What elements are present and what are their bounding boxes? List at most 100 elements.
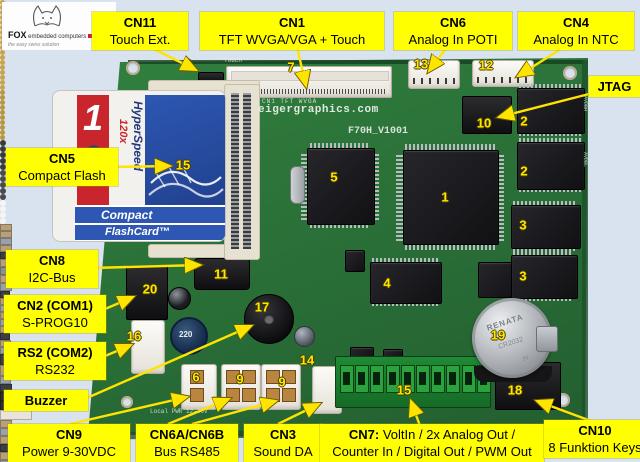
connector-pin xyxy=(190,388,204,402)
callout-cn2: CN2 (COM1)S-PROG10 xyxy=(4,295,106,333)
pin-dot xyxy=(0,212,6,218)
connector-pin xyxy=(282,388,296,402)
board-marker-1: 1 xyxy=(441,189,449,205)
silkscreen-pwr: Local PWR 12-30V xyxy=(150,408,208,415)
pin-dot xyxy=(0,164,6,170)
cpu-chip xyxy=(403,150,499,245)
smd-component xyxy=(0,333,10,340)
board-marker-3: 3 xyxy=(519,217,527,233)
terminal-cell xyxy=(370,365,385,393)
cn7-terminal-block xyxy=(335,356,491,408)
mounting-hole xyxy=(121,396,133,408)
terminal-cell xyxy=(446,365,461,393)
board-marker-16: 16 xyxy=(126,328,142,344)
pin-dot xyxy=(0,170,6,176)
pin-dot xyxy=(0,70,5,75)
connector-pin xyxy=(242,370,256,384)
battery-clip xyxy=(536,326,558,352)
smd-component xyxy=(0,238,12,245)
terminal-cell xyxy=(400,365,415,393)
graphics-controller-chip xyxy=(307,148,375,225)
board-marker-14: 14 xyxy=(299,352,315,368)
pin-dot xyxy=(0,158,6,164)
terminal-cell xyxy=(461,365,476,393)
pin-dot xyxy=(0,176,6,182)
terminal-cell xyxy=(340,365,354,393)
board-marker-5: 5 xyxy=(330,169,338,185)
pin-dot xyxy=(0,146,6,152)
battery-voltage: 3V xyxy=(521,355,531,363)
crystal xyxy=(290,166,305,204)
flash-chip xyxy=(370,262,442,304)
silkscreen-cn1: CN1 TFT WVGA xyxy=(262,98,318,105)
smd-component xyxy=(0,410,32,420)
terminal-cell xyxy=(431,365,446,393)
board-marker-9: 9 xyxy=(236,371,244,387)
board-top-edge xyxy=(128,60,584,64)
pin-dot xyxy=(0,65,5,70)
connector-pin xyxy=(226,388,240,402)
mounting-hole xyxy=(126,61,140,75)
inductor-value: 220 xyxy=(179,330,193,339)
smd-component xyxy=(0,231,12,238)
board-marker-2: 2 xyxy=(520,163,528,179)
pin-dot xyxy=(0,140,6,146)
pin-dot xyxy=(0,80,5,85)
flash-chip-high xyxy=(511,205,581,249)
pin-dot xyxy=(0,135,5,140)
connector-pin xyxy=(242,388,256,402)
connector-pin xyxy=(266,388,280,402)
pin-dot xyxy=(0,95,5,100)
board-marker-7: 7 xyxy=(287,59,295,75)
silkscreen-ram-h: AVDBH xyxy=(582,96,588,112)
board-marker-11: 11 xyxy=(214,266,228,282)
pin-dot xyxy=(0,85,5,90)
board-marker-6: 6 xyxy=(192,369,200,385)
connector-pin xyxy=(282,370,296,384)
pin-dot xyxy=(0,182,6,188)
soic-chip xyxy=(345,250,365,272)
board-marker-9: 9 xyxy=(278,374,286,390)
pin-dot xyxy=(0,115,5,120)
pin-dot xyxy=(0,152,6,158)
board-marker-20: 20 xyxy=(142,281,158,297)
logo-red-square xyxy=(88,34,93,38)
callout-buzzer: Buzzer xyxy=(4,390,88,411)
pin-dot xyxy=(0,206,6,212)
pin-dot xyxy=(0,60,5,65)
board-marker-10: 10 xyxy=(476,115,492,131)
callout-rs2: RS2 (COM2)RS232 xyxy=(4,342,106,380)
smd-component xyxy=(0,224,12,231)
pin-dot xyxy=(0,188,6,194)
cf-brand-text: HyperSpeed xyxy=(131,101,145,172)
silkscreen-site: eigergraphics.com xyxy=(258,104,379,116)
pin-dot xyxy=(0,55,5,60)
inductor-220: 220 xyxy=(170,317,208,355)
board-marker-2: 2 xyxy=(520,113,528,129)
connector-pin xyxy=(266,370,280,384)
pin-dot xyxy=(0,110,5,115)
callout-jtag: JTAG xyxy=(589,76,640,97)
silkscreen-touch: Touch xyxy=(224,57,243,64)
board-marker-15: 15 xyxy=(396,382,412,398)
board-marker-4: 4 xyxy=(383,275,391,291)
elco-capacitor xyxy=(168,287,191,310)
cf-band-flashcard: FlashCard™ xyxy=(75,225,225,241)
pin-dot xyxy=(0,50,5,55)
board-marker-18: 18 xyxy=(507,382,523,398)
board-right-edge xyxy=(582,60,588,442)
callout-cn7: CN7: VoltIn / 2x Analog Out /Counter In … xyxy=(320,424,544,462)
logo-tagline: the easy swiss solution xyxy=(8,42,60,48)
elco-capacitor xyxy=(294,326,315,347)
board-marker-12: 12 xyxy=(478,57,494,73)
